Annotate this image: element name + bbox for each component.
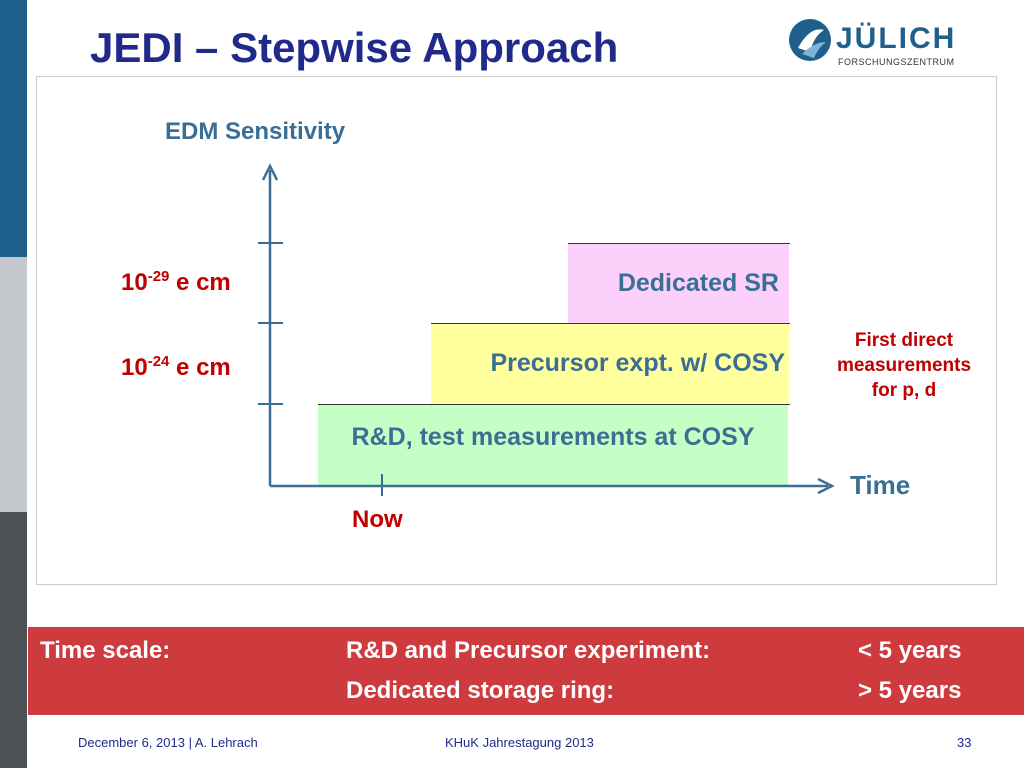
step-label: Precursor expt. w/ COSY — [490, 349, 785, 377]
step-top-line — [318, 404, 790, 405]
x-axis-arrow — [817, 477, 835, 495]
time-scale-banner: Time scale: R&D and Precursor experiment… — [28, 627, 1024, 715]
note-line: First direct — [854, 330, 954, 351]
now-label: Now — [352, 506, 403, 533]
step-dedicated-sr: Dedicated SR — [568, 243, 789, 323]
y-axis-arrow — [261, 163, 279, 181]
sensitivity-level-29: 10-29 e cm — [121, 268, 231, 296]
logo-subtitle: FORSCHUNGSZENTRUM — [838, 57, 955, 67]
juelich-logo: JÜLICH FORSCHUNGSZENTRUM — [788, 16, 968, 72]
sensitivity-level-24: 10-24 e cm — [121, 353, 231, 381]
note-line: measurements — [836, 355, 972, 376]
note-line: for p, d — [871, 380, 937, 401]
logo-wordmark: JÜLICH — [836, 22, 957, 55]
y-axis-label: EDM Sensitivity — [165, 118, 346, 145]
first-direct-note: First direct measurements for p, d — [818, 328, 990, 403]
sidebar-accent-blue — [0, 0, 27, 257]
banner-row-label: Dedicated storage ring: — [346, 677, 615, 704]
step-precursor: Precursor expt. w/ COSY — [431, 323, 789, 404]
juelich-logo-icon — [789, 19, 831, 61]
step-top-line — [568, 243, 790, 244]
x-axis-label: Time — [850, 470, 911, 500]
step-label: R&D, test measurements at COSY — [351, 423, 755, 451]
slide-title: JEDI – Stepwise Approach — [90, 24, 619, 71]
step-top-line — [431, 323, 790, 324]
footer-page-number: 33 — [957, 735, 972, 750]
banner-row-value: < 5 years — [858, 637, 962, 664]
banner-heading: Time scale: — [40, 637, 171, 664]
sidebar-accent-dark — [0, 512, 27, 768]
sidebar-accent-grey — [0, 257, 27, 512]
footer-event: KHuK Jahrestagung 2013 — [445, 735, 594, 750]
banner-row-value: > 5 years — [858, 677, 962, 704]
footer-date-author: December 6, 2013 | A. Lehrach — [78, 735, 258, 750]
banner-row-label: R&D and Precursor experiment: — [346, 637, 711, 664]
step-rd: R&D, test measurements at COSY — [318, 404, 788, 485]
step-label: Dedicated SR — [617, 268, 779, 297]
